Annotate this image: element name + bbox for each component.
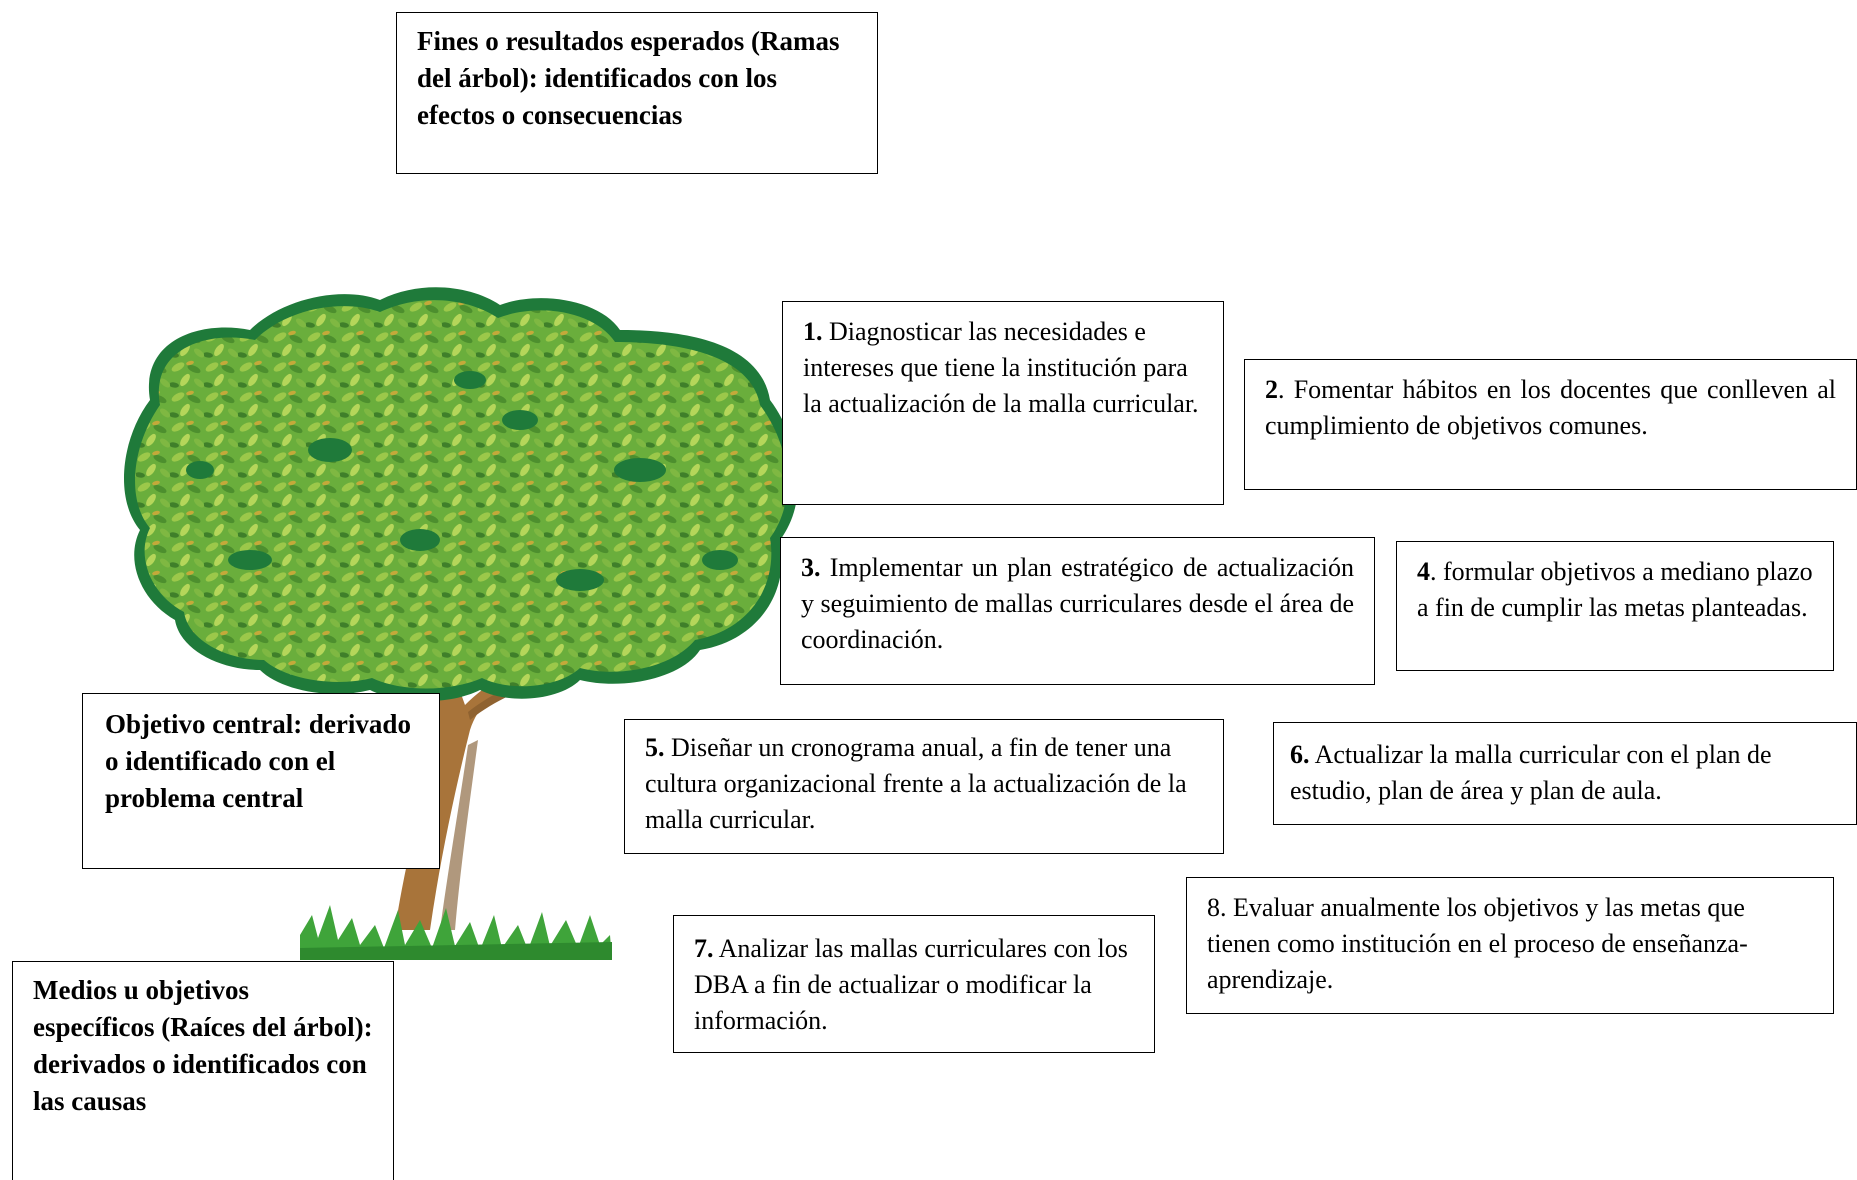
tree-foliage: [123, 287, 799, 702]
objective-1-text: Diagnosticar las necesidades e intereses…: [803, 317, 1199, 418]
objective-7-text: Analizar las mallas curriculares con los…: [694, 934, 1128, 1035]
roots-box-text: Medios u objetivos específicos (Raíces d…: [33, 975, 373, 1116]
header-box-text: Fines o resultados esperados (Ramas del …: [417, 26, 840, 130]
objective-3-box: 3. Implementar un plan estratégico de ac…: [780, 537, 1375, 685]
central-objective-box: Objetivo central: derivado o identificad…: [82, 693, 440, 869]
objective-5-text: Diseñar un cronograma anual, a fin de te…: [645, 733, 1187, 834]
objective-8-text: 8. Evaluar anualmente los objetivos y la…: [1207, 893, 1748, 994]
objective-3-text: Implementar un plan estratégico de actua…: [801, 553, 1354, 654]
objective-7-box: 7. Analizar las mallas curriculares con …: [673, 915, 1155, 1053]
objective-7-number: 7.: [694, 934, 714, 963]
roots-box: Medios u objetivos específicos (Raíces d…: [12, 961, 394, 1180]
objective-3-number: 3.: [801, 553, 821, 582]
objective-6-box: 6. Actualizar la malla curricular con el…: [1273, 722, 1857, 825]
objective-6-text: Actualizar la malla curricular con el pl…: [1290, 740, 1772, 805]
objective-6-number: 6.: [1290, 740, 1310, 769]
objective-4-number: 4: [1417, 557, 1430, 586]
objective-5-number: 5.: [645, 733, 665, 762]
objective-8-box: 8. Evaluar anualmente los objetivos y la…: [1186, 877, 1834, 1014]
objective-2-text: . Fomentar hábitos en los docentes que c…: [1265, 375, 1836, 440]
grass: [300, 905, 612, 960]
objective-1-box: 1. Diagnosticar las necesidades e intere…: [782, 301, 1224, 505]
objective-5-box: 5. Diseñar un cronograma anual, a fin de…: [624, 719, 1224, 854]
objective-4-box: 4. formular objetivos a mediano plazo a …: [1396, 541, 1834, 671]
objective-1-number: 1.: [803, 317, 823, 346]
central-objective-text: Objetivo central: derivado o identificad…: [105, 709, 411, 813]
objective-2-box: 2. Fomentar hábitos en los docentes que …: [1244, 359, 1857, 490]
objective-2-number: 2: [1265, 375, 1278, 404]
header-box: Fines o resultados esperados (Ramas del …: [396, 12, 878, 174]
objective-4-text: . formular objetivos a mediano plazo a f…: [1417, 557, 1813, 622]
